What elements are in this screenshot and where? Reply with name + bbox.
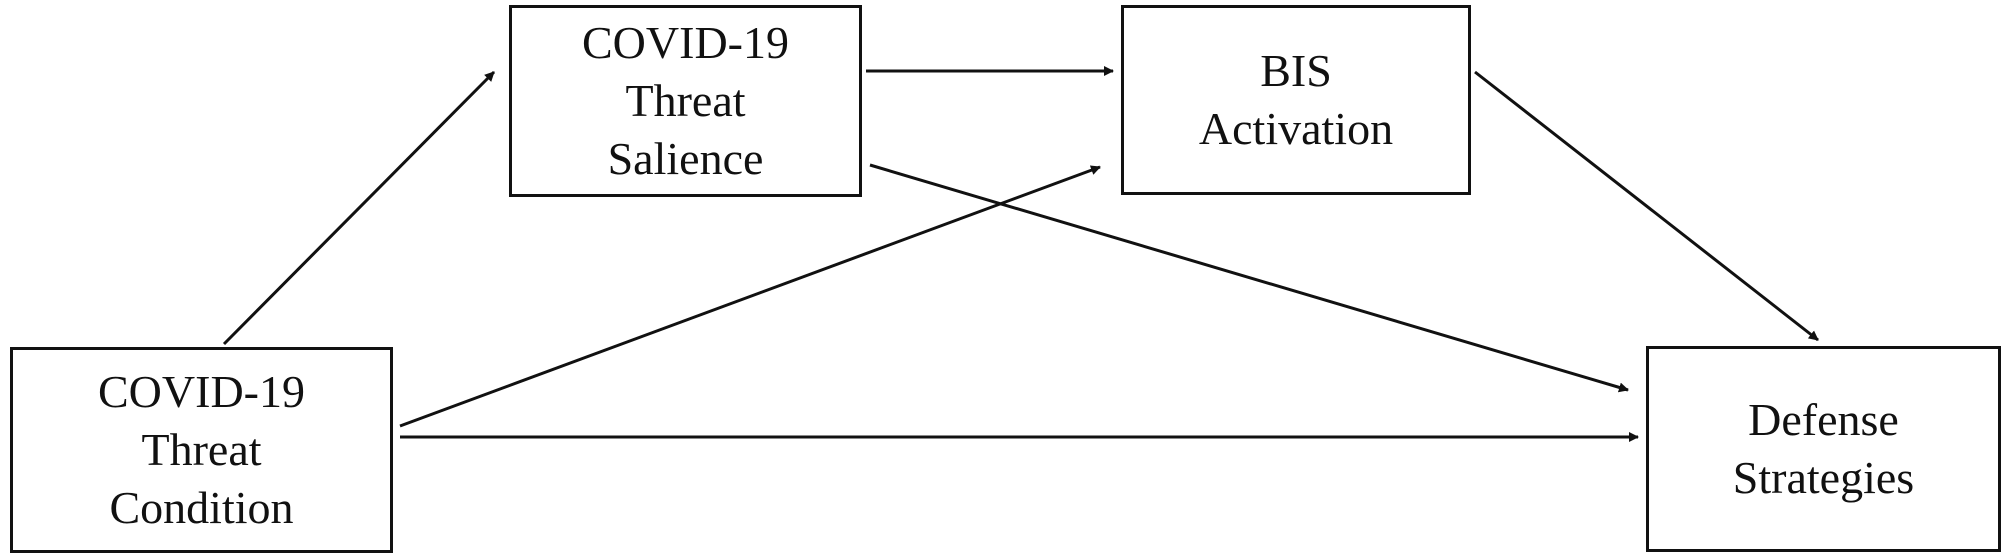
node-threat-condition-line-3: Condition bbox=[109, 482, 294, 533]
node-threat-condition-line-2: Threat bbox=[141, 424, 262, 475]
edge-threat-condition-to-threat-salience bbox=[222, 70, 496, 346]
node-threat-salience: COVID-19 Threat Salience bbox=[509, 5, 862, 197]
node-bis-activation-line-1: BIS bbox=[1260, 45, 1332, 96]
node-threat-condition: COVID-19 Threat Condition bbox=[10, 347, 393, 553]
node-defense-strategies-line-2: Strategies bbox=[1732, 452, 1915, 503]
node-defense-strategies-line-1: Defense bbox=[1748, 394, 1899, 445]
node-threat-condition-line-1: COVID-19 bbox=[98, 366, 305, 417]
node-bis-activation: BIS Activation bbox=[1121, 5, 1471, 195]
node-threat-salience-line-3: Salience bbox=[607, 133, 764, 184]
edges-layer bbox=[222, 66, 1819, 442]
node-defense-strategies: Defense Strategies bbox=[1646, 346, 2001, 552]
edge-threat-salience-to-defense-strategies bbox=[869, 163, 1629, 393]
edge-bis-activation-to-defense-strategies bbox=[1474, 70, 1819, 342]
node-threat-salience-line-2: Threat bbox=[625, 75, 746, 126]
node-threat-salience-line-1: COVID-19 bbox=[582, 17, 789, 68]
edge-threat-condition-to-bis-activation bbox=[399, 165, 1101, 428]
node-bis-activation-line-2: Activation bbox=[1198, 103, 1394, 154]
